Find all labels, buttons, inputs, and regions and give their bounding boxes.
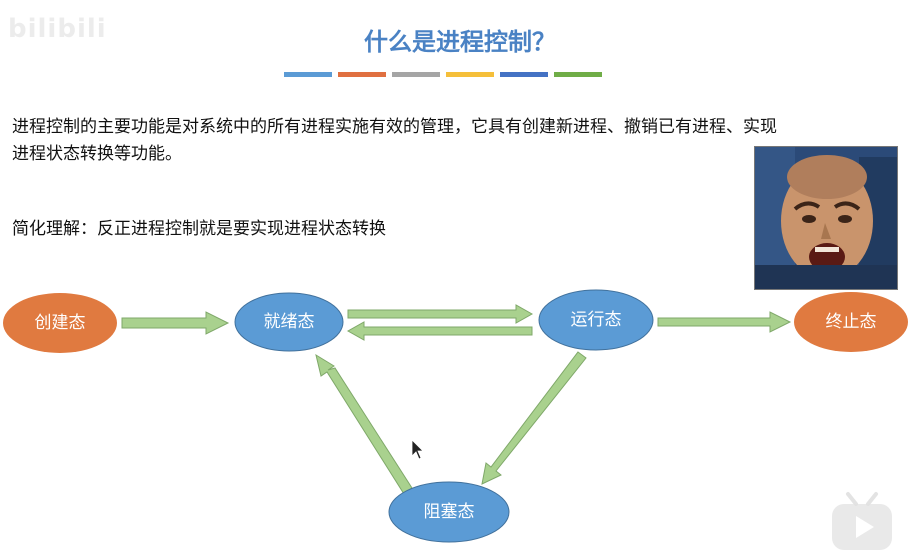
arrow-ready-to-running [347, 304, 534, 324]
state-running-label: 运行态 [571, 310, 622, 330]
bilibili-tv-icon [832, 492, 892, 550]
stripe-4 [446, 72, 494, 77]
stripe-3 [392, 72, 440, 77]
state-terminated: 终止态 [794, 292, 908, 352]
stripe-2 [338, 72, 386, 77]
meme-photo [754, 146, 898, 290]
state-running: 运行态 [538, 289, 654, 351]
stripe-6 [554, 72, 602, 77]
intro-paragraph: 进程控制的主要功能是对系统中的所有进程实施有效的管理，它具有创建新进程、撤销已有… [12, 114, 912, 168]
summary-text: 简化理解：反正进程控制就是要实现进程状态转换 [12, 219, 386, 239]
state-blocked-label: 阻塞态 [424, 502, 475, 522]
state-create-label: 创建态 [35, 313, 86, 333]
arrow-blocked-to-ready [315, 353, 413, 495]
state-ready: 就绪态 [234, 292, 344, 352]
state-terminated-label: 终止态 [826, 312, 877, 332]
title-color-stripes [284, 72, 602, 77]
intro-line-2: 进程状态转换等功能。 [12, 144, 182, 164]
state-create: 创建态 [3, 293, 117, 353]
state-ready-label: 就绪态 [264, 312, 315, 332]
arrow-running-to-ready [346, 321, 533, 341]
arrow-running-to-blocked [481, 351, 587, 485]
mouse-cursor-icon [411, 439, 424, 460]
arrow-create-to-ready [121, 311, 230, 335]
bilibili-watermark: bilibili [8, 14, 107, 44]
slide-title: 什么是进程控制？ [364, 28, 556, 56]
stripe-5 [500, 72, 548, 77]
stripe-1 [284, 72, 332, 77]
state-blocked: 阻塞态 [388, 481, 510, 543]
intro-line-1: 进程控制的主要功能是对系统中的所有进程实施有效的管理，它具有创建新进程、撤销已有… [12, 117, 777, 137]
arrow-running-to-terminated [657, 311, 792, 333]
